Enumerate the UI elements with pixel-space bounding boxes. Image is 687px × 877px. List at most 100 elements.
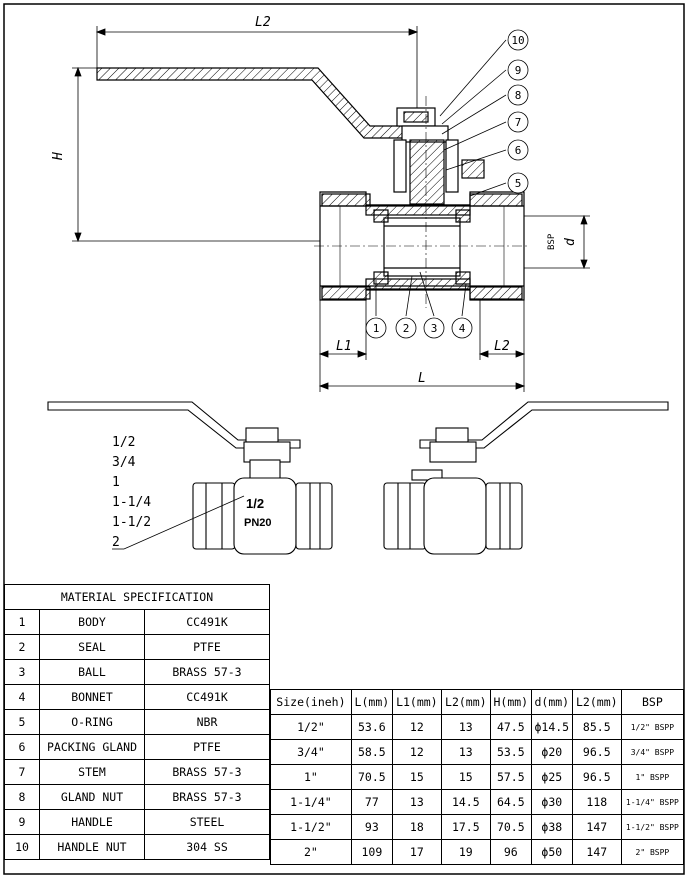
material-cell-part: STEM	[39, 759, 145, 785]
balloon-circle	[507, 29, 529, 51]
dimension-cell: 109	[350, 839, 393, 865]
dimension-cell: 70.5	[350, 764, 393, 790]
material-cell-material: BRASS 57-3	[144, 784, 270, 810]
dimension-cell: ϕ14.5	[530, 714, 573, 740]
balloon-label: 3	[431, 322, 438, 335]
dimension-cell: 19	[440, 839, 491, 865]
material-cell-no: 5	[4, 709, 40, 735]
dimension-cell: 18	[391, 814, 442, 840]
material-cell-no: 1	[4, 609, 40, 635]
dimension-cell: 13	[440, 739, 491, 765]
material-cell-part: PACKING GLAND	[39, 734, 145, 760]
dimension-cell: 47.5	[489, 714, 532, 740]
exterior-view-left	[47, 401, 333, 555]
dimension-header: L2(mm)	[571, 689, 622, 715]
dimension-header: Size(ineh)	[270, 689, 352, 715]
dimension-header: BSP	[620, 689, 685, 715]
dimension-cell: 57.5	[489, 764, 532, 790]
dimension-cell: 13	[440, 714, 491, 740]
dimension-cell: ϕ30	[530, 789, 573, 815]
dimension-cell: 3/4" BSPP	[620, 739, 685, 765]
material-cell-material: PTFE	[144, 634, 270, 660]
balloon-label: 4	[459, 322, 466, 335]
size-list-item: 1-1/4	[112, 495, 151, 510]
dimension-table: Size(ineh)L(mm)L1(mm)L2(mm)H(mm)d(mm)L2(…	[270, 689, 685, 865]
exterior-view-right	[383, 401, 669, 555]
balloon-label: 2	[403, 322, 410, 335]
material-cell-material: BRASS 57-3	[144, 659, 270, 685]
dim-label-l2-top: L2	[255, 15, 271, 30]
material-cell-no: 6	[4, 734, 40, 760]
balloon-label: 9	[515, 64, 522, 77]
balloon-circle	[507, 172, 529, 194]
dimension-cell: 118	[571, 789, 622, 815]
handle-lever	[96, 67, 411, 139]
size-leader-line	[123, 495, 245, 550]
dim-label-d: d	[563, 238, 578, 246]
dimension-cell: 96.5	[571, 764, 622, 790]
dimension-cell: 17.5	[440, 814, 491, 840]
dimension-cell: 147	[571, 839, 622, 865]
dimension-cell: 53.5	[489, 739, 532, 765]
balloon-circle	[395, 317, 417, 339]
dimension-cell: 12	[391, 714, 442, 740]
body-marking-pressure: PN20	[244, 517, 272, 529]
material-cell-no: 3	[4, 659, 40, 685]
material-cell-material: STEEL	[144, 809, 270, 835]
dimension-header: L1(mm)	[391, 689, 442, 715]
size-list-item: 1/2	[112, 435, 135, 450]
dimension-cell: 70.5	[489, 814, 532, 840]
material-cell-material: BRASS 57-3	[144, 759, 270, 785]
material-cell-part: SEAL	[39, 634, 145, 660]
dimension-header: H(mm)	[489, 689, 532, 715]
section-view	[96, 67, 530, 308]
balloon-circle	[507, 111, 529, 133]
balloon-circle	[507, 139, 529, 161]
material-cell-no: 8	[4, 784, 40, 810]
dimension-cell: ϕ25	[530, 764, 573, 790]
dimension-cell: 96.5	[571, 739, 622, 765]
material-cell-material: CC491K	[144, 684, 270, 710]
drawing-frame	[3, 3, 685, 875]
dimension-cell: 1" BSPP	[620, 764, 685, 790]
balloon-circle	[507, 84, 529, 106]
material-cell-no: 10	[4, 834, 40, 860]
dimension-cell: 2" BSPP	[620, 839, 685, 865]
dim-label-l1: L1	[336, 339, 352, 354]
dimension-cell: 93	[350, 814, 393, 840]
size-list-item: 3/4	[112, 455, 136, 470]
dimension-header: d(mm)	[530, 689, 573, 715]
material-cell-material: NBR	[144, 709, 270, 735]
dimension-cell: 96	[489, 839, 532, 865]
balloon-circle	[451, 317, 473, 339]
dimension-cell: 1-1/4"	[270, 789, 352, 815]
material-cell-part: BODY	[39, 609, 145, 635]
dimension-cell: 14.5	[440, 789, 491, 815]
dimension-cell: 58.5	[350, 739, 393, 765]
material-cell-no: 7	[4, 759, 40, 785]
balloon-circle	[423, 317, 445, 339]
material-cell-no: 9	[4, 809, 40, 835]
size-list-item: 1-1/2	[112, 515, 151, 530]
dimension-cell: 1-1/4" BSPP	[620, 789, 685, 815]
balloon-label: 7	[515, 116, 522, 129]
dimension-cell: 1-1/2"	[270, 814, 352, 840]
balloon-label: 8	[515, 89, 522, 102]
material-cell-no: 4	[4, 684, 40, 710]
dim-label-l2: L2	[494, 339, 510, 354]
balloon-circle	[365, 317, 387, 339]
dimension-cell: 13	[391, 789, 442, 815]
material-cell-no: 2	[4, 634, 40, 660]
material-cell-part: BALL	[39, 659, 145, 685]
